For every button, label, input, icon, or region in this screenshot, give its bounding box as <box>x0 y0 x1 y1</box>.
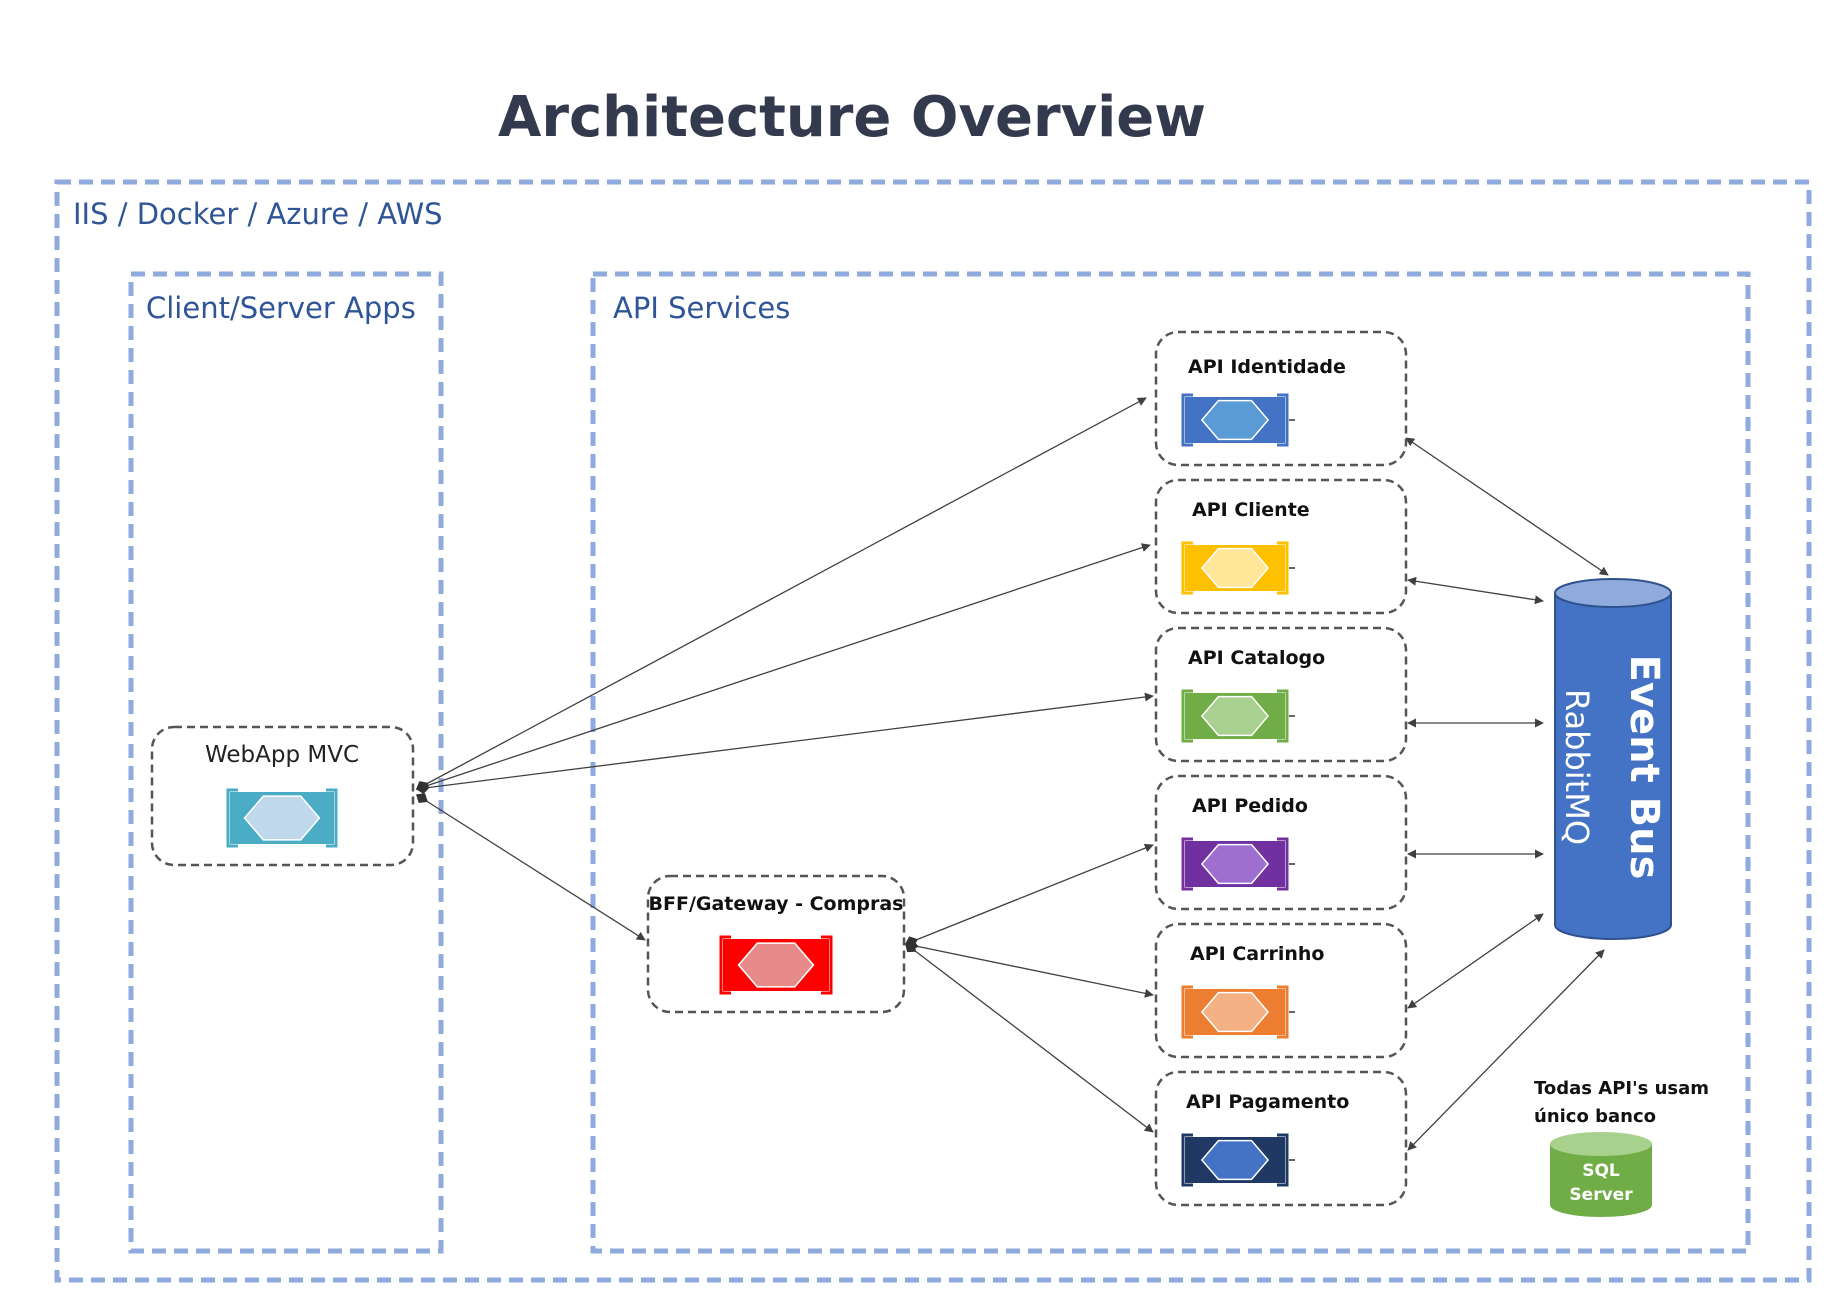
icon-bracket-left <box>1181 837 1193 891</box>
api-pedido-service-icon <box>1181 837 1295 891</box>
link-webapp-identidade <box>415 397 1147 792</box>
database-body <box>1550 1144 1652 1217</box>
api-label-carrinho: API Carrinho <box>1190 943 1324 965</box>
outer-hosting-frame <box>54 179 1812 1283</box>
api-node-catalogo[interactable]: API Catalogo <box>1154 626 1408 763</box>
icon-bracket-left <box>1181 1133 1193 1187</box>
icon-hexagon <box>1200 1139 1270 1181</box>
icon-bracket-right <box>326 788 338 848</box>
link-cliente-bus <box>1407 576 1544 605</box>
icon-bracket-left <box>719 935 731 995</box>
api-frame-label: API Services <box>613 291 790 325</box>
icon-bracket-right <box>1277 837 1289 891</box>
api-label-pedido: API Pedido <box>1192 795 1308 817</box>
link-gateway-carrinho <box>904 939 1154 998</box>
database-top <box>1550 1132 1652 1156</box>
api-node-pedido[interactable]: API Pedido <box>1154 774 1408 911</box>
api-node-carrinho[interactable]: API Carrinho <box>1154 922 1408 1059</box>
gateway-node[interactable]: BFF/Gateway - Compras <box>646 874 906 1014</box>
event-bus-subtitle: RabbitMQ <box>1558 689 1596 845</box>
icon-hexagon <box>1200 695 1270 737</box>
api-label-catalogo: API Catalogo <box>1188 647 1325 669</box>
icon-bracket-right <box>1277 1133 1289 1187</box>
icon-hexagon <box>1200 843 1270 885</box>
api-node-cliente[interactable]: API Cliente <box>1154 478 1408 615</box>
api-catalogo-service-icon <box>1181 689 1295 743</box>
database-cylinder-icon[interactable]: SQL Server <box>1550 1132 1652 1217</box>
client-frame-label: Client/Server Apps <box>146 291 416 325</box>
database-line1: SQL <box>1582 1161 1620 1181</box>
webapp-node[interactable]: WebApp MVC <box>150 725 415 867</box>
link-carrinho-bus <box>1407 913 1544 1009</box>
event-bus-top <box>1554 578 1672 608</box>
icon-bracket-left <box>1181 689 1193 743</box>
icon-bracket-left <box>1181 393 1193 447</box>
link-gateway-pedido <box>904 843 1154 948</box>
icon-hexagon <box>1200 547 1270 589</box>
icon-bracket-left <box>1181 541 1193 595</box>
link-webapp-cliente <box>415 543 1151 793</box>
webapp-label: WebApp MVC <box>205 742 359 768</box>
gateway-service-icon <box>719 935 833 995</box>
api-label-identidade: API Identidade <box>1188 356 1346 378</box>
api-node-identidade[interactable]: API Identidade <box>1154 330 1408 467</box>
icon-bracket-right <box>1277 541 1289 595</box>
icon-bracket-left <box>226 788 238 848</box>
webapp-service-icon <box>226 788 338 848</box>
api-pagamento-service-icon <box>1181 1133 1295 1187</box>
api-cliente-service-icon <box>1181 541 1295 595</box>
outer-frame-label: IIS / Docker / Azure / AWS <box>73 197 443 231</box>
event-bus-title: Event Bus <box>1621 655 1667 880</box>
api-identidade-service-icon <box>1181 393 1295 447</box>
link-pagamento-bus <box>1407 949 1605 1151</box>
icon-hexagon <box>1200 399 1270 441</box>
icon-bracket-right <box>1277 985 1289 1039</box>
database-note-line2: único banco <box>1534 1106 1656 1127</box>
icon-hexagon <box>243 795 321 841</box>
icon-bracket-right <box>1277 393 1289 447</box>
event-bus[interactable]: Event Bus RabbitMQ <box>1554 578 1672 940</box>
link-webapp-catalogo <box>415 692 1154 795</box>
database-line2: Server <box>1569 1185 1633 1205</box>
api-carrinho-service-icon <box>1181 985 1295 1039</box>
link-identidade-bus <box>1405 437 1609 576</box>
icon-bracket-right <box>821 935 833 995</box>
api-label-pagamento: API Pagamento <box>1186 1091 1349 1113</box>
icon-hexagon <box>737 942 815 988</box>
event-bus-body <box>1554 592 1672 940</box>
api-node-pagamento[interactable]: API Pagamento <box>1154 1070 1408 1207</box>
diagram-title: Architecture Overview <box>498 85 1206 150</box>
icon-bracket-left <box>1181 985 1193 1039</box>
connectors <box>415 397 1609 1151</box>
api-label-cliente: API Cliente <box>1192 499 1310 521</box>
database-note-line1: Todas API's usam <box>1534 1078 1709 1099</box>
icon-bracket-right <box>1277 689 1289 743</box>
link-webapp-gateway <box>416 793 646 941</box>
gateway-label: BFF/Gateway - Compras <box>649 893 904 915</box>
icon-hexagon <box>1200 991 1270 1033</box>
link-gateway-pagamento <box>905 942 1154 1133</box>
